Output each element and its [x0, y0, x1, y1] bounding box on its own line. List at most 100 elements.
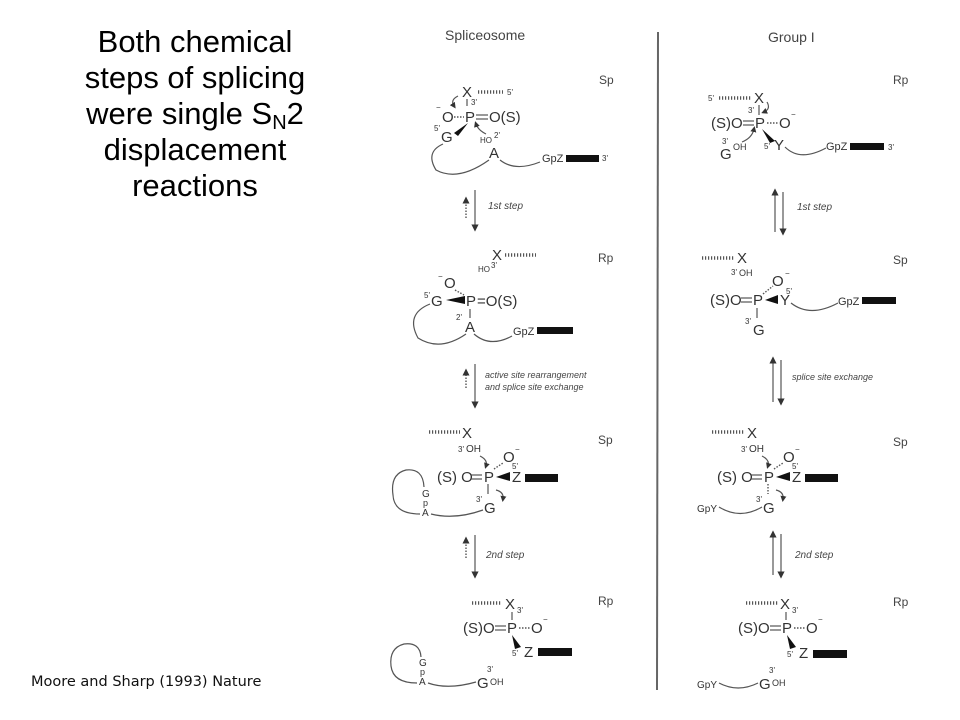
exon-bar [862, 297, 896, 304]
stereo-config-label: Sp [598, 433, 613, 447]
prime-3-label: 3' [471, 98, 477, 107]
transition-label: active site rearrangement [485, 370, 587, 380]
curved-arrow [741, 126, 757, 143]
charge-minus: − [515, 445, 520, 454]
atom-x: X [462, 84, 472, 101]
atom-y: Y [774, 137, 784, 154]
atom-o-minus: O [444, 275, 456, 292]
atom-g: G [763, 500, 775, 517]
intron-loop [431, 143, 490, 175]
atom-p: P [753, 292, 763, 309]
atom-z: Z [799, 645, 808, 662]
atom-s-o: (S) O [437, 469, 473, 486]
stereo-config-label: Sp [599, 73, 614, 87]
group-i-transition-1st-step: 1st step [771, 188, 832, 236]
atom-x: X [505, 596, 515, 613]
atom-g: G [753, 322, 765, 339]
label-gpy: GpY [697, 504, 717, 515]
atom-p: P [507, 620, 517, 637]
atom-p: P [764, 469, 774, 486]
prime-3-label: 3' [602, 154, 608, 163]
prime-5-label: 5' [507, 88, 513, 97]
atom-oh: OH [739, 268, 753, 278]
prime-5-label: 5' [434, 124, 440, 133]
prime-3-label: 3' [731, 268, 737, 277]
atom-g: G [484, 500, 496, 517]
atom-o-minus: O [772, 273, 784, 290]
rna-strand [784, 146, 827, 156]
curved-arrow [761, 101, 770, 114]
wedge-bond [446, 296, 465, 304]
wedge-bond [776, 472, 790, 481]
rna-strand [718, 506, 763, 515]
atom-a: A [489, 145, 499, 162]
atom-oh: OH [733, 142, 747, 152]
charge-minus: − [795, 445, 800, 454]
atom-p: P [466, 293, 476, 310]
title-sn-prefix: were single S [86, 96, 273, 131]
prime-3-label: 3' [487, 665, 493, 674]
atom-x: X [754, 90, 764, 107]
prime-3-label: 3' [491, 261, 497, 270]
atom-o-minus: O [442, 109, 454, 126]
wedge-bond [512, 635, 521, 649]
column-heading-spliceosome: Spliceosome [445, 27, 525, 43]
exon-bar [805, 474, 838, 482]
charge-minus: − [438, 272, 443, 281]
atom-o-minus: O [503, 449, 515, 466]
group-i-stage-3: Sp X 3' OH O − (S) O P 5' Z 3' G GpY [697, 425, 908, 517]
prime-3-label: 3' [722, 137, 728, 146]
prime-5-label: 5' [424, 291, 430, 300]
atom-oh: OH [749, 444, 764, 455]
rna-strand [427, 681, 477, 687]
title-sn-subscript: N [272, 112, 287, 134]
stereo-config-label: Rp [893, 73, 909, 87]
title-line-5: reactions [132, 168, 258, 203]
dashed-bond [773, 462, 784, 470]
stereo-config-label: Sp [893, 253, 908, 267]
stereo-config-label: Sp [893, 435, 908, 449]
lariat-a: A [419, 677, 426, 688]
exon-bar [525, 474, 558, 482]
atom-s-o: (S)O [738, 620, 770, 637]
lariat-g: G [422, 489, 430, 500]
atom-x: X [737, 250, 747, 267]
atom-g: G [431, 293, 443, 310]
spliceosome-transition-1st-step: 1st step [462, 190, 523, 232]
lariat-loop [391, 469, 425, 515]
lariat-g: G [419, 658, 427, 669]
transition-label: 1st step [488, 201, 523, 212]
label-gpz: GpZ [542, 153, 564, 165]
atom-g: G [477, 675, 489, 692]
exon-bar [566, 155, 599, 162]
label-gpz: GpZ [513, 326, 535, 338]
intron-loop [412, 303, 467, 345]
prime-3-label: 3' [792, 606, 798, 615]
prime-5-label: 5' [512, 462, 518, 471]
lariat-a: A [422, 508, 429, 519]
curved-arrow [449, 95, 459, 109]
rna-strand [718, 682, 759, 689]
title-line-2: steps of splicing [84, 60, 306, 95]
charge-minus: − [543, 615, 548, 624]
dashed-bond [454, 289, 465, 296]
atom-o-minus: O [806, 620, 818, 637]
atom-p: P [755, 115, 765, 132]
exon-bar [813, 650, 847, 658]
atom-a: A [465, 319, 475, 336]
rna-strand [430, 509, 484, 517]
atom-o-minus: O [783, 449, 795, 466]
atom-ho: HO [478, 265, 490, 274]
prime-3-label: 3' [458, 445, 464, 454]
charge-minus: − [791, 110, 796, 119]
atom-s-o: (S)O [711, 115, 743, 132]
rna-strand [499, 159, 541, 168]
lariat-loop [390, 643, 422, 684]
prime-2-label: 2' [456, 313, 462, 322]
prime-3-label: 3' [748, 106, 754, 115]
exon-bar [538, 648, 572, 656]
atom-z: Z [524, 644, 533, 661]
curved-arrow [479, 455, 490, 469]
rna-strand [790, 302, 839, 312]
atom-s-o: (S)O [710, 292, 742, 309]
